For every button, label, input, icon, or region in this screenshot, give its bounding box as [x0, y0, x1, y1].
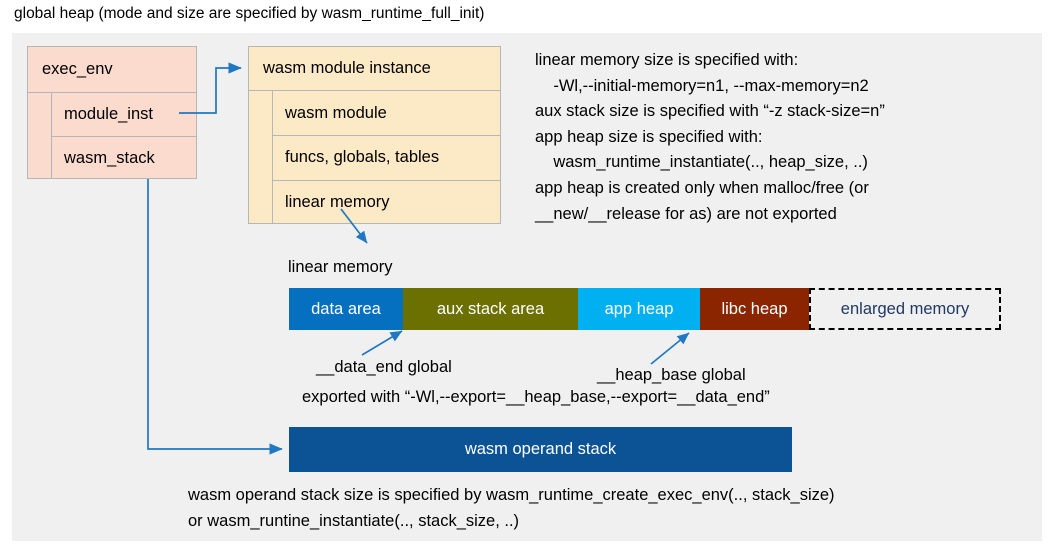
annotation-exported-with: exported with “-Wl,--export=__heap_base,…: [302, 388, 770, 406]
memory-segment-enlarged-memory: enlarged memory: [809, 288, 1001, 330]
memory-segment-app-heap: app heap: [578, 288, 700, 330]
page-title: global heap (mode and size are specified…: [14, 5, 485, 22]
memory-segment-aux-stack-area: aux stack area: [403, 288, 578, 330]
module-instance-field-wasm-module: wasm module: [285, 103, 387, 122]
wasm-module-instance-fields: wasm module funcs, globals, tables linea…: [273, 91, 500, 224]
exec-env-body: module_inst wasm_stack: [28, 93, 196, 179]
exec-env-title: exec_env: [28, 47, 196, 93]
wasm-module-instance-gutter: [249, 91, 273, 224]
wasm-operand-stack-bar: wasm operand stack: [289, 427, 792, 472]
memory-segment-libc-heap: libc heap: [700, 288, 809, 330]
module-instance-field-linear-memory: linear memory: [273, 179, 500, 224]
wasm-module-instance-title: wasm module instance: [249, 47, 500, 91]
wasm-module-instance-body: wasm module funcs, globals, tables linea…: [249, 91, 500, 224]
annotation-heap-base-global: __heap_base global: [597, 366, 746, 384]
memory-segment-data-area: data area: [289, 288, 403, 330]
linear-memory-info-note: linear memory size is specified with: -W…: [535, 51, 885, 223]
module-instance-field-funcs-globals-tables: funcs, globals, tables: [273, 135, 500, 179]
exec-env-fields: module_inst wasm_stack: [52, 93, 196, 179]
linear-memory-caption: linear memory: [288, 258, 393, 276]
linear-memory-bar: data area aux stack area app heap libc h…: [289, 288, 1001, 330]
wasm-module-instance-box: wasm module instance wasm module funcs, …: [248, 46, 501, 224]
operand-stack-note: wasm operand stack size is specified by …: [188, 486, 835, 530]
exec-env-field-module-inst: module_inst: [64, 105, 153, 123]
annotation-data-end-global: __data_end global: [316, 358, 452, 376]
exec-env-field-wasm-stack: wasm_stack: [52, 136, 196, 179]
exec-env-box: exec_env module_inst wasm_stack: [27, 46, 197, 179]
exec-env-gutter: [28, 93, 52, 179]
